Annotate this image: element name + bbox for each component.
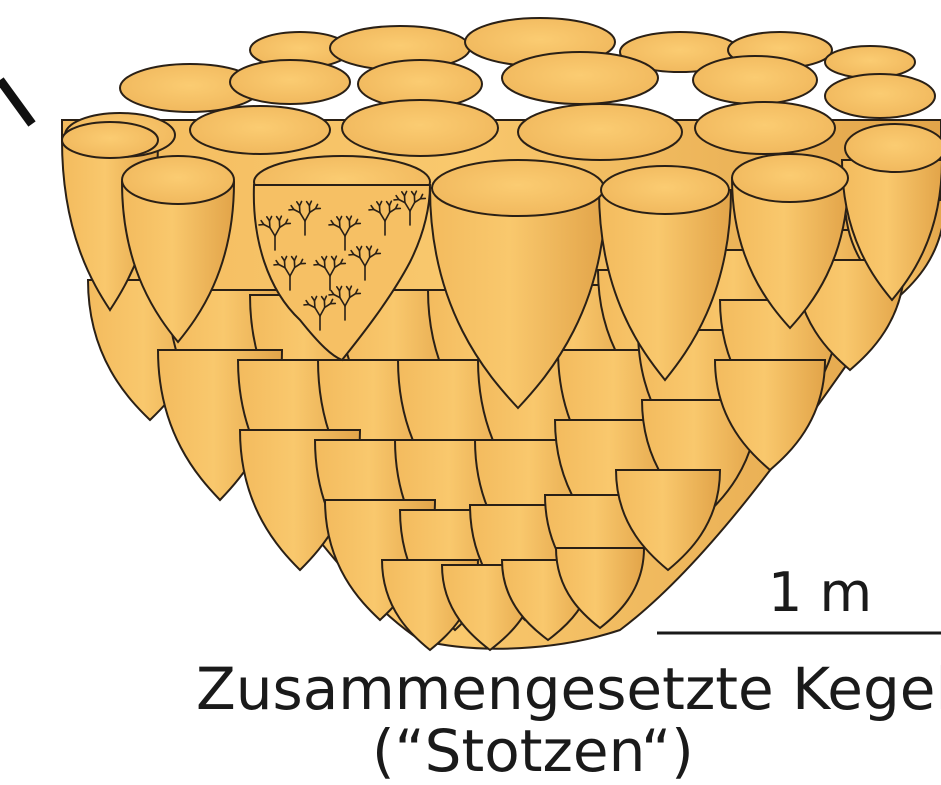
cone-top [342,100,498,156]
cone-top [122,156,234,204]
cone-top [845,124,941,172]
cone-top [432,160,604,216]
cone-top [190,106,330,154]
cone-top [62,122,158,158]
pointer-arrow [0,80,32,124]
cone-top [825,74,935,118]
scale-bar-label: 1 m [768,566,872,620]
cone-top [825,46,915,78]
cone-top [732,154,848,202]
cone-top [601,166,729,214]
figure-caption-line-2: (“Stotzen“) [372,722,772,780]
cone-top [502,52,658,104]
cone-top [693,56,817,104]
cone-top [230,60,350,104]
cone-top [695,102,835,154]
figure-caption-line-1: Zusammengesetzte Kegel [196,660,896,718]
cone-top-ellipses [62,18,941,216]
cone-top [518,104,682,160]
